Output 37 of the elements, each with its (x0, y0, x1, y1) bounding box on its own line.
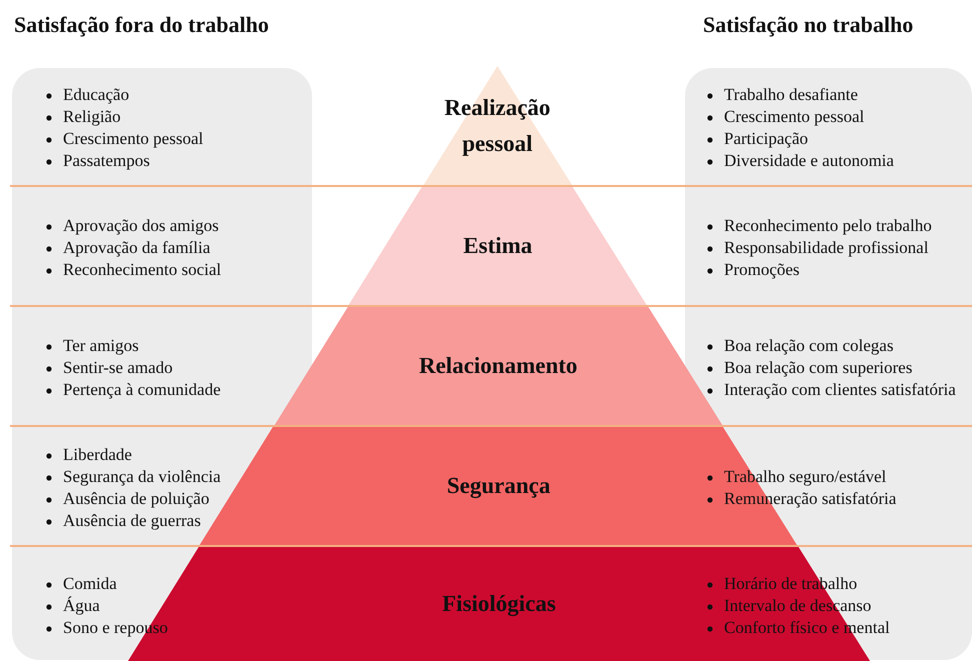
list-item: Comida (63, 574, 117, 592)
list-item: Participação (724, 129, 808, 148)
list-item: Passatempos (63, 151, 150, 170)
list-item: Crescimento pessoal (63, 129, 204, 148)
level-title: Realização pessoal (443, 94, 552, 158)
list-item: Crescimento pessoal (724, 107, 864, 126)
level-title: Relacionamento (418, 352, 578, 380)
list-item: Trabalho desafiante (724, 85, 858, 104)
list-item: Sentir-se amado (63, 358, 173, 377)
level-title: Fisiológicas (441, 590, 557, 618)
list-item: Boa relação com colegas (724, 336, 894, 355)
pyramid-level (348, 186, 648, 306)
list-item: Religião (63, 107, 121, 126)
list-item: Diversidade e autonomia (724, 151, 894, 170)
list-item: Educação (63, 85, 130, 104)
level-title: Estima (462, 232, 534, 260)
list-item: Ausência de poluição (63, 489, 210, 508)
list-item: Aprovação da família (63, 238, 210, 257)
column-heading: Satisfação no trabalho (703, 12, 914, 38)
list-item: Responsabilidade profissional (724, 238, 928, 257)
list-item: Interação com clientes satisfatória (724, 380, 956, 399)
list-item: Boa relação com superiores (724, 358, 912, 377)
list-item: Reconhecimento pelo trabalho (724, 216, 932, 235)
list-item: Segurança da violência (63, 467, 221, 486)
list-item: Trabalho seguro/estável (724, 467, 886, 486)
list-item: Liberdade (63, 445, 132, 464)
list-item: Ter amigos (63, 336, 139, 355)
pyramid-level (422, 66, 572, 186)
list-item: Pertença à comunidade (63, 380, 221, 399)
list-item: Ausência de guerras (63, 511, 201, 530)
list-item: Promoções (724, 260, 800, 279)
list-item: Água (63, 596, 100, 614)
level-title: Segurança (446, 472, 552, 500)
list-item: Reconhecimento social (63, 260, 222, 279)
pyramid-level (274, 306, 723, 426)
list-item: Aprovação dos amigos (63, 216, 219, 235)
column-heading: Satisfação fora do trabalho (14, 12, 269, 38)
